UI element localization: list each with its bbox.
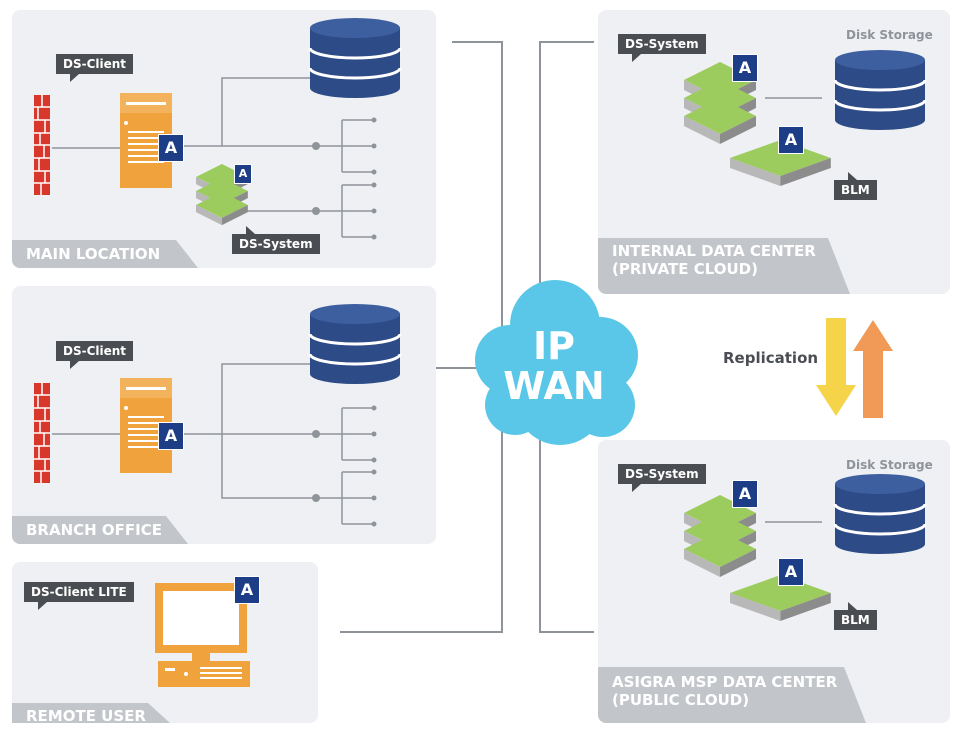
main-ds-system-callout: DS-System bbox=[232, 226, 320, 254]
msp-ds-system-callout: DS-System bbox=[618, 464, 706, 492]
internal-dc-title-line1: INTERNAL DATA CENTER bbox=[612, 242, 816, 260]
main-location-tab: MAIN LOCATION bbox=[12, 240, 198, 268]
msp-dc-tab: ASIGRA MSP DATA CENTER (PUBLIC CLOUD) bbox=[598, 667, 866, 723]
internal-blm-badge: A bbox=[778, 126, 804, 154]
internal-dc-title-line2: (PRIVATE CLOUD) bbox=[612, 260, 758, 278]
msp-dc-graphics bbox=[684, 472, 927, 621]
remote-ds-client-lite-callout: DS-Client LITE bbox=[24, 582, 134, 610]
msp-blm-callout: BLM bbox=[834, 602, 877, 630]
internal-ds-system-callout: DS-System bbox=[618, 34, 706, 62]
main-ds-client-callout: DS-Client bbox=[56, 54, 134, 82]
ip-wan-label: IP WAN bbox=[494, 326, 614, 406]
cloud-line2: WAN bbox=[503, 364, 605, 408]
msp-blm-badge: A bbox=[778, 558, 804, 586]
internal-blm-callout: BLM bbox=[834, 172, 877, 200]
msp-system-badge: A bbox=[732, 480, 758, 508]
internal-dc-tab: INTERNAL DATA CENTER (PRIVATE CLOUD) bbox=[598, 238, 850, 294]
main-system-badge: A bbox=[234, 164, 252, 184]
replication-label: Replication bbox=[723, 349, 819, 367]
msp-disk-storage-label: Disk Storage bbox=[846, 458, 933, 472]
main-client-badge: A bbox=[158, 134, 184, 162]
msp-dc-title-line1: ASIGRA MSP DATA CENTER bbox=[612, 673, 838, 691]
branch-ds-client-callout: DS-Client bbox=[56, 341, 134, 369]
remote-user-graphics bbox=[155, 583, 250, 687]
replication-arrows bbox=[816, 318, 893, 418]
internal-disk-storage-label: Disk Storage bbox=[846, 28, 933, 42]
internal-system-badge: A bbox=[732, 54, 758, 82]
branch-office-tab: BRANCH OFFICE bbox=[12, 516, 188, 544]
remote-badge: A bbox=[234, 576, 260, 604]
branch-office-graphics bbox=[33, 302, 402, 528]
internal-dc-graphics bbox=[684, 48, 927, 186]
cloud-line1: IP bbox=[533, 324, 575, 368]
branch-client-badge: A bbox=[158, 422, 184, 450]
msp-dc-title-line2: (PUBLIC CLOUD) bbox=[612, 691, 750, 709]
remote-user-tab: REMOTE USER bbox=[12, 703, 170, 723]
main-location-graphics bbox=[33, 16, 402, 241]
ip-wan-cloud bbox=[475, 280, 638, 445]
